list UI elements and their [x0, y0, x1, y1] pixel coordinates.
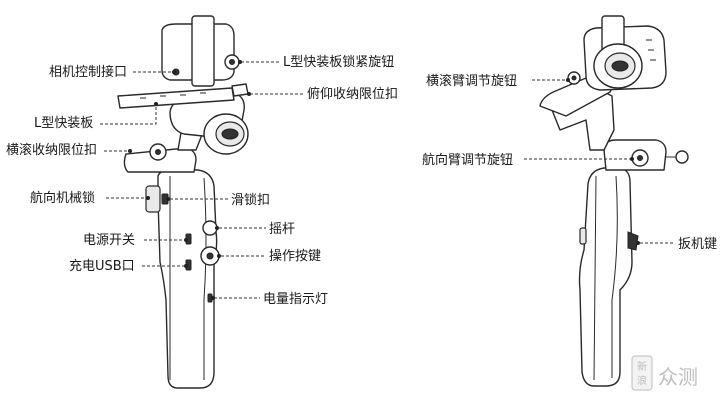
tilt-motor-ring — [221, 128, 239, 140]
leader-dot — [217, 254, 221, 258]
joystick-part — [202, 220, 218, 236]
back-handle-edge — [593, 175, 618, 381]
trigger-part — [627, 231, 639, 251]
front-view-gimbal — [117, 15, 249, 389]
leader-dot — [184, 238, 188, 242]
label-roll-arm-knob: 横滚臂调节旋钮 — [426, 73, 517, 89]
label-l-plate-lock-knob: L型快装板锁紧旋钮 — [283, 54, 394, 70]
pan-knob-center — [155, 149, 161, 155]
left-callouts: 相机控制接口 L型快装板 横滚收纳限位扣 航向机械锁 电源开关 充电USB口 — [6, 64, 188, 274]
label-pan-lock: 航向机械锁 — [30, 190, 95, 206]
back-tilt-motor-ring — [611, 60, 629, 72]
roll-arm-knob-center — [571, 75, 577, 81]
watermark-logo-box — [631, 355, 653, 391]
operation-button-center — [206, 252, 214, 260]
back-handle — [578, 167, 633, 387]
label-usb-charging-port: 充电USB口 — [69, 258, 135, 274]
leader-dot — [128, 149, 132, 153]
label-trigger: 扳机键 — [678, 236, 717, 252]
front-handle — [157, 169, 218, 389]
label-tilt-fold-limit-clip: 俯仰收纳限位扣 — [307, 86, 398, 102]
pan-lock-slot — [145, 185, 161, 213]
label-power-switch: 电源开关 — [83, 233, 135, 248]
watermark-logo: 新浪 — [637, 360, 647, 387]
leader-dot — [172, 70, 176, 74]
leader-dot — [636, 241, 640, 245]
label-battery-indicator: 电量指示灯 — [263, 292, 328, 307]
back-tilt-holes — [646, 39, 656, 61]
leader-dot — [184, 264, 188, 268]
leader-dot — [247, 92, 251, 96]
l-plate-holes — [140, 92, 206, 99]
leader-dot — [166, 197, 170, 201]
side-button — [579, 227, 587, 245]
leader-dot — [154, 102, 158, 106]
leader-dot — [238, 60, 242, 64]
tilt-limit-clip-part — [231, 83, 249, 97]
side-knob — [675, 150, 689, 164]
pan-arm-knob-center — [637, 155, 643, 161]
back-view-gimbal — [539, 15, 689, 387]
l-plate-lock-knob-center — [229, 59, 235, 65]
label-roll-fold-limit-clip: 横滚收纳限位扣 — [6, 142, 97, 158]
watermark-text: 众测 — [658, 365, 698, 389]
handle-inner-edge — [169, 176, 207, 380]
label-pan-arm-knob: 航向臂调节旋钮 — [422, 152, 513, 168]
label-slide-lock: 滑锁扣 — [231, 192, 270, 208]
label-camera-control-port: 相机控制接口 — [49, 64, 127, 80]
leader-dot — [146, 196, 150, 200]
leader-dot — [566, 78, 570, 82]
label-joystick: 摇杆 — [269, 222, 295, 237]
right-callouts: L型快装板锁紧旋钮 俯仰收纳限位扣 滑锁扣 摇杆 操作按键 电量指示灯 — [166, 54, 398, 307]
watermark: 新浪 众测 — [631, 355, 698, 391]
camera-clamp — [191, 15, 215, 87]
label-l-quick-release-plate: L型快装板 — [34, 116, 93, 131]
leader-dot — [211, 296, 215, 300]
label-operation-button: 操作按键 — [269, 248, 321, 264]
leader-l-quick-release-plate — [100, 106, 157, 125]
leader-dot — [630, 157, 634, 161]
leader-dot — [215, 226, 219, 230]
back-callouts: 横滚臂调节旋钮 航向臂调节旋钮 扳机键 — [422, 73, 717, 252]
